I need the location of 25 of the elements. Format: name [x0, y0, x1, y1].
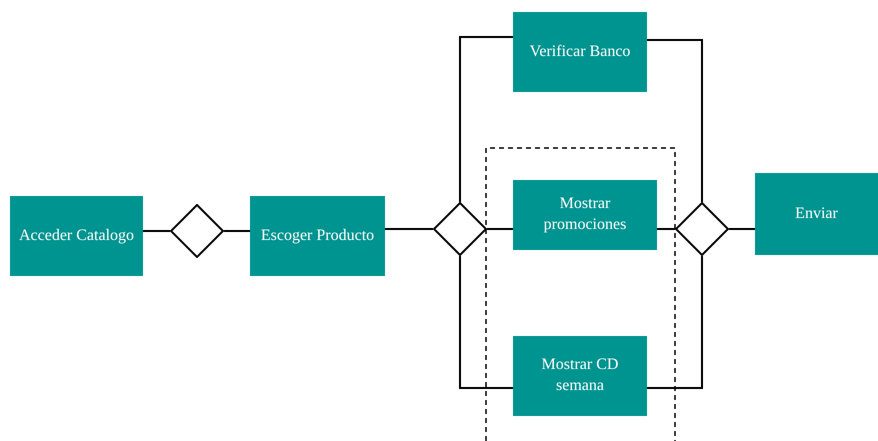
box-label: Acceder Catalogo [18, 226, 136, 246]
connector-line [729, 228, 755, 230]
connector-line [647, 39, 703, 202]
connector-line [657, 228, 675, 230]
connector-line [459, 256, 513, 389]
box-label: Escoger Producto [260, 226, 376, 246]
connector-line [647, 256, 703, 389]
process-box [755, 173, 878, 255]
diamond-symbol [433, 202, 487, 256]
process-box [10, 196, 143, 276]
process-box [513, 180, 657, 250]
diamond-symbol [675, 202, 729, 256]
connector-line [143, 230, 170, 232]
connector-line [385, 228, 433, 230]
diamond-symbol [170, 204, 224, 258]
box-label: Verificar Banco [528, 42, 632, 62]
process-box [250, 196, 385, 276]
box-label: Enviar [794, 204, 839, 224]
box-label: Mostrar CD semana [540, 355, 620, 396]
box-label: Mostrar promociones [542, 194, 628, 235]
process-box [513, 336, 647, 416]
connector-line [224, 230, 250, 232]
connector-line [459, 36, 513, 202]
connector-line [487, 228, 513, 230]
process-box [513, 12, 647, 92]
